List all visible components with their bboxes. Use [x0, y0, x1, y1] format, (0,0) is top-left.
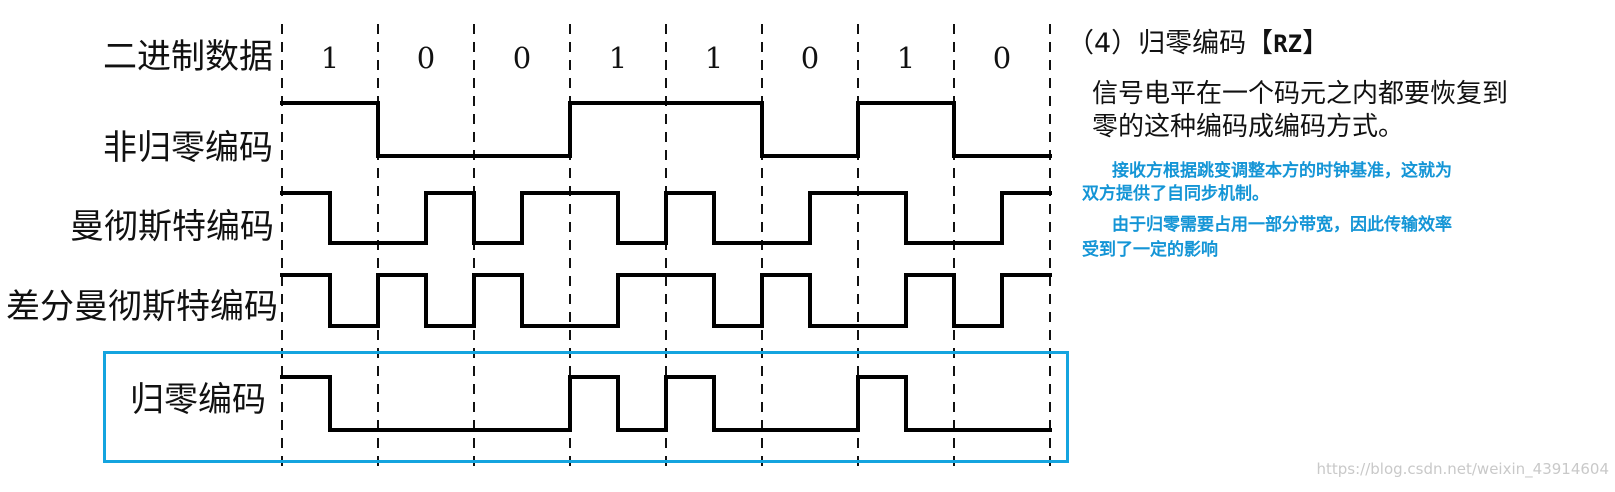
row-label-manchester: 曼彻斯特编码 [70, 207, 274, 247]
differential-manchester-waveform [280, 273, 1052, 328]
rz-description: 信号电平在一个码元之内都要恢复到零的这种编码成编码方式。 [1092, 79, 1509, 142]
bit-boundary-lines [281, 24, 1051, 470]
waveforms [280, 101, 1052, 432]
row-label-rz: 归零编码 [130, 380, 266, 420]
note-line: 由于归零需要占用一部分带宽，因此传输效率 [1112, 215, 1452, 235]
note-line: 双方提供了自同步机制。 [1082, 184, 1269, 204]
row-label-differential-manchester: 差分曼彻斯特编码 [6, 287, 278, 327]
title-suffix: 】 [1302, 28, 1330, 59]
bit-label: 0 [800, 41, 820, 75]
bit-label: 1 [896, 41, 916, 75]
rz-waveform [280, 375, 1052, 432]
nrz-waveform [280, 101, 1052, 158]
rz-highlight-box [103, 351, 1069, 463]
row-label-nrz: 非归零编码 [103, 128, 273, 168]
bit-label: 1 [704, 41, 724, 75]
title-code: RZ [1273, 30, 1303, 58]
row-label-binary: 二进制数据 [103, 37, 273, 77]
manchester-waveform [280, 191, 1052, 245]
bit-label: 1 [608, 41, 628, 75]
title-prefix: （4）归零编码【 [1067, 28, 1274, 59]
section-title: （4）归零编码【RZ】 [1067, 28, 1329, 60]
note-line: 接收方根据跳变调整本方的时钟基准，这就为 [1112, 161, 1452, 181]
bit-label: 0 [512, 41, 532, 75]
bit-label: 0 [992, 41, 1012, 75]
watermark-text: https://blog.csdn.net/weixin_43914604 [1316, 460, 1609, 478]
note-line: 受到了一定的影响 [1082, 240, 1218, 260]
bit-label: 1 [320, 41, 340, 75]
bit-label: 0 [416, 41, 436, 75]
